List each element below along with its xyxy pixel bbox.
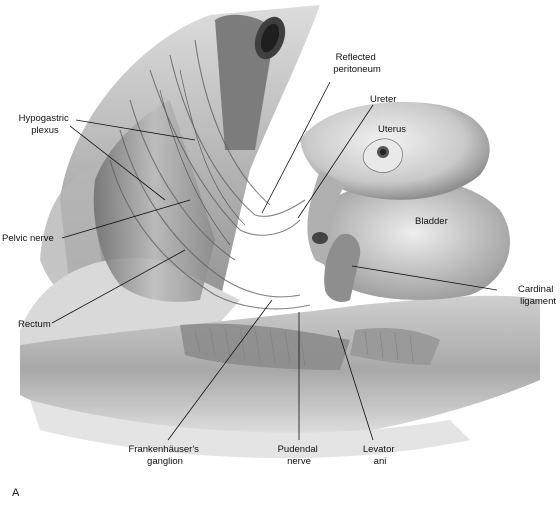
leader-reflected-peritoneum	[261, 81, 331, 214]
labels: Hypogastric plexus Reflected peritoneum …	[2, 52, 556, 499]
leader-frankenhausers-ganglion	[167, 299, 273, 441]
leader-ureter	[297, 104, 374, 219]
pelvic-floor	[20, 295, 540, 459]
leader-cardinal-ligament	[351, 265, 498, 291]
leader-rectum	[51, 249, 186, 324]
bladder-shape	[317, 178, 510, 300]
label-hypogastric-plexus: Hypogastric plexus	[19, 113, 72, 136]
label-levator-ani: Levator ani	[363, 444, 397, 467]
leader-lines	[51, 81, 498, 441]
label-bladder: Bladder	[415, 216, 448, 227]
rectum-shape	[93, 14, 286, 302]
label-ureter: Ureter	[370, 94, 396, 105]
figure-letter: A	[12, 487, 20, 499]
label-pudendal-nerve: Pudendal nerve	[278, 444, 321, 467]
label-rectum: Rectum	[18, 319, 51, 330]
leader-hypogastric-plexus-1	[75, 119, 196, 141]
uterus-shape	[300, 101, 490, 302]
label-frankenhausers-ganglion: Frankenhäuser's ganglion	[128, 444, 201, 467]
label-cardinal-ligament: Cardinal ligament	[518, 284, 556, 307]
label-uterus: Uterus	[378, 124, 406, 135]
label-pelvic-nerve: Pelvic nerve	[2, 233, 54, 244]
leader-pelvic-nerve	[61, 199, 191, 239]
label-reflected-peritoneum: Reflected peritoneum	[333, 52, 381, 75]
leader-hypogastric-plexus-2	[69, 125, 166, 201]
nerve-fibers	[109, 39, 311, 310]
leader-levator-ani	[337, 329, 374, 441]
